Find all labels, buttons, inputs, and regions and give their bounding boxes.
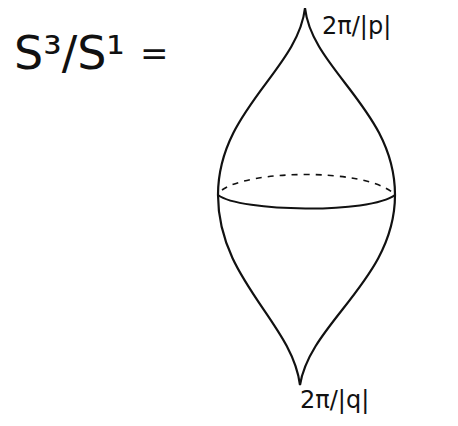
space-quotient: S³/S¹ <box>14 30 125 76</box>
cone-angle-top: 2π/|p| <box>322 14 391 38</box>
equator-back <box>222 175 392 193</box>
cone-angle-bottom: 2π/|q| <box>300 388 369 412</box>
equator-front <box>218 195 395 209</box>
equals-sign: = <box>140 36 169 70</box>
spindle-outline <box>218 8 395 385</box>
